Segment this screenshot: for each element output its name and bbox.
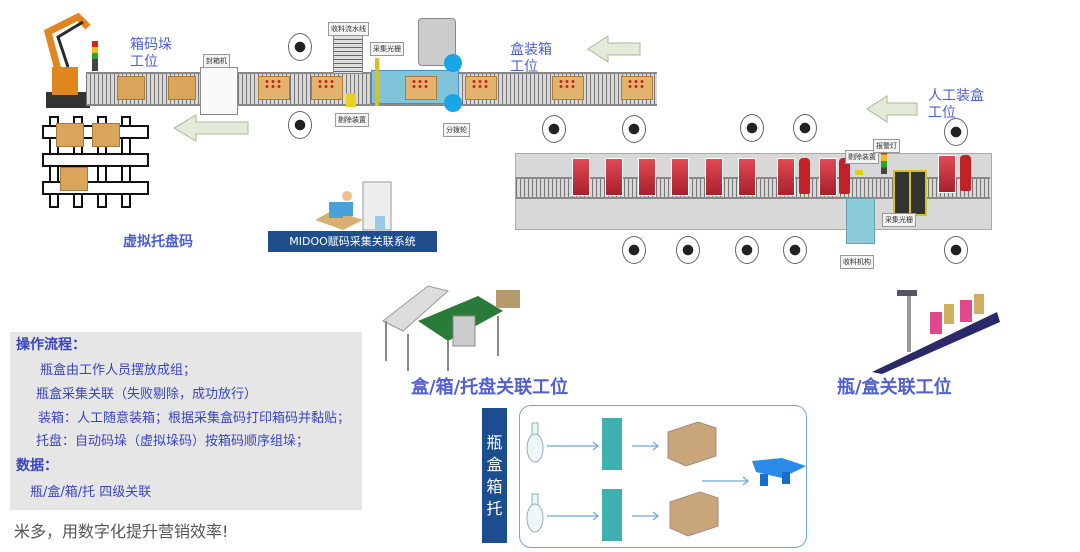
- manual-boxing-station-label: 人工装盒 工位: [928, 88, 984, 121]
- light-curtain-label: 采集光栅: [370, 42, 404, 56]
- robot-arm-icon: [43, 12, 91, 108]
- receiving-mechanism-label: 收料机构: [840, 255, 874, 269]
- diverter-wheel-bottom: [444, 94, 462, 112]
- hierarchy-side-label: 瓶 盒 箱 托: [482, 408, 507, 543]
- process-step: 装箱：人工随意装箱；根据采集盒码打印箱码并黏贴；: [38, 411, 351, 426]
- case-box: [168, 76, 196, 100]
- worker-icon: [740, 114, 764, 142]
- bottle-icon: [526, 422, 544, 463]
- hierarchy-flow: [526, 418, 806, 541]
- worker-icon: [676, 236, 700, 264]
- bottle-box-machine-image: [872, 290, 1000, 374]
- wine-box: [938, 155, 956, 193]
- open-box: [552, 76, 584, 100]
- worker-icon: [622, 115, 646, 143]
- process-step: 瓶盒采集关联（失败剔除，成功放行）: [36, 387, 258, 402]
- worker-icon: [793, 114, 817, 142]
- wine-box: [705, 158, 723, 196]
- wine-bottle: [839, 158, 850, 194]
- left-arrow-icon: [173, 114, 249, 142]
- process-panel: 操作流程： 瓶盒由工作人员摆放成组； 瓶盒采集关联（失败剔除，成功放行） 装箱：…: [10, 332, 362, 510]
- left-arrow-icon: [866, 95, 918, 123]
- worker-icon: [542, 115, 566, 143]
- light-curtain: [375, 58, 379, 106]
- wine-box: [638, 158, 656, 196]
- worker-icon: [622, 236, 646, 264]
- palletizing-station-label: 箱码垛 工位: [130, 37, 172, 70]
- open-box: [405, 76, 437, 100]
- diverter-wheel-label: 分拨轮: [443, 123, 470, 137]
- receiving-line-label: 收料流水线: [328, 22, 369, 36]
- reject-device: [346, 93, 356, 107]
- worker-icon: [944, 236, 968, 264]
- worker-icon: [944, 118, 968, 146]
- box-case-pallet-machine-image: [382, 285, 520, 371]
- wine-box: [605, 158, 623, 196]
- case-box: [56, 123, 84, 147]
- system-label: MIDOO赋码采集关联系统: [268, 231, 437, 252]
- wine-box: [572, 158, 590, 196]
- reject-device-label: 剔除装置: [335, 113, 369, 127]
- carton-icon: [669, 491, 719, 537]
- reject-device: [855, 170, 863, 175]
- wine-box: [738, 158, 756, 196]
- hierarchy-box: [519, 405, 807, 548]
- process-step: 托盘：自动码垛（虚拟垛码）按箱码顺序组垛；: [36, 434, 310, 449]
- worker-icon: [288, 111, 312, 139]
- data-text: 瓶/盒/箱/托 四级关联: [30, 485, 152, 500]
- worker-icon: [783, 236, 807, 264]
- virtual-pallet-code-label: 虚拟托盘码: [123, 234, 193, 250]
- open-box: [258, 76, 290, 100]
- bottle-box-station-label: 瓶/盒关联工位: [837, 377, 952, 398]
- box-case-pallet-station-label: 盒/箱/托盘关联工位: [411, 377, 569, 398]
- wine-box: [819, 158, 837, 196]
- open-box: [465, 76, 497, 100]
- carton-sealer-machine: [200, 67, 238, 115]
- wine-bottle: [799, 158, 810, 194]
- wine-box: [671, 158, 689, 196]
- bottle-icon: [526, 493, 544, 533]
- process-step: 瓶盒由工作人员摆放成组；: [40, 363, 197, 378]
- case-box: [60, 167, 88, 191]
- open-box: [621, 76, 653, 100]
- left-arrow-icon: [587, 35, 641, 63]
- light-curtain: [909, 170, 927, 216]
- pallet-icon: [752, 458, 806, 486]
- worker-icon: [288, 33, 312, 61]
- receiving-mechanism: [846, 198, 875, 244]
- computer-server-icon: [315, 181, 392, 231]
- case-box: [92, 123, 120, 147]
- process-title: 操作流程：: [16, 337, 86, 353]
- alarm-light-icon: [881, 148, 887, 174]
- wine-bottle: [960, 155, 971, 191]
- worker-icon: [735, 236, 759, 264]
- receiving-line-conveyor: [333, 30, 363, 74]
- gift-box-icon: [602, 418, 622, 470]
- wine-box: [777, 158, 795, 196]
- lower-light-curtain-label: 采集光栅: [882, 213, 916, 227]
- carton-sealer-label: 封箱机: [203, 54, 230, 68]
- open-box: [311, 76, 343, 100]
- footer-slogan: 米多，用数字化提升营销效率!: [14, 522, 229, 541]
- case-box: [117, 76, 145, 100]
- lower-reject-device-label: 剔除装置: [845, 150, 879, 164]
- diverter-wheel-top: [444, 54, 462, 72]
- flow-arrows: [547, 441, 749, 521]
- gift-box-icon: [602, 489, 622, 541]
- signal-tower-icon: [92, 41, 98, 71]
- data-title: 数据：: [16, 458, 58, 474]
- boxing-station-label: 盒装箱 工位: [510, 42, 552, 75]
- alarm-light-label: 报警灯: [873, 139, 900, 153]
- carton-icon: [667, 421, 717, 467]
